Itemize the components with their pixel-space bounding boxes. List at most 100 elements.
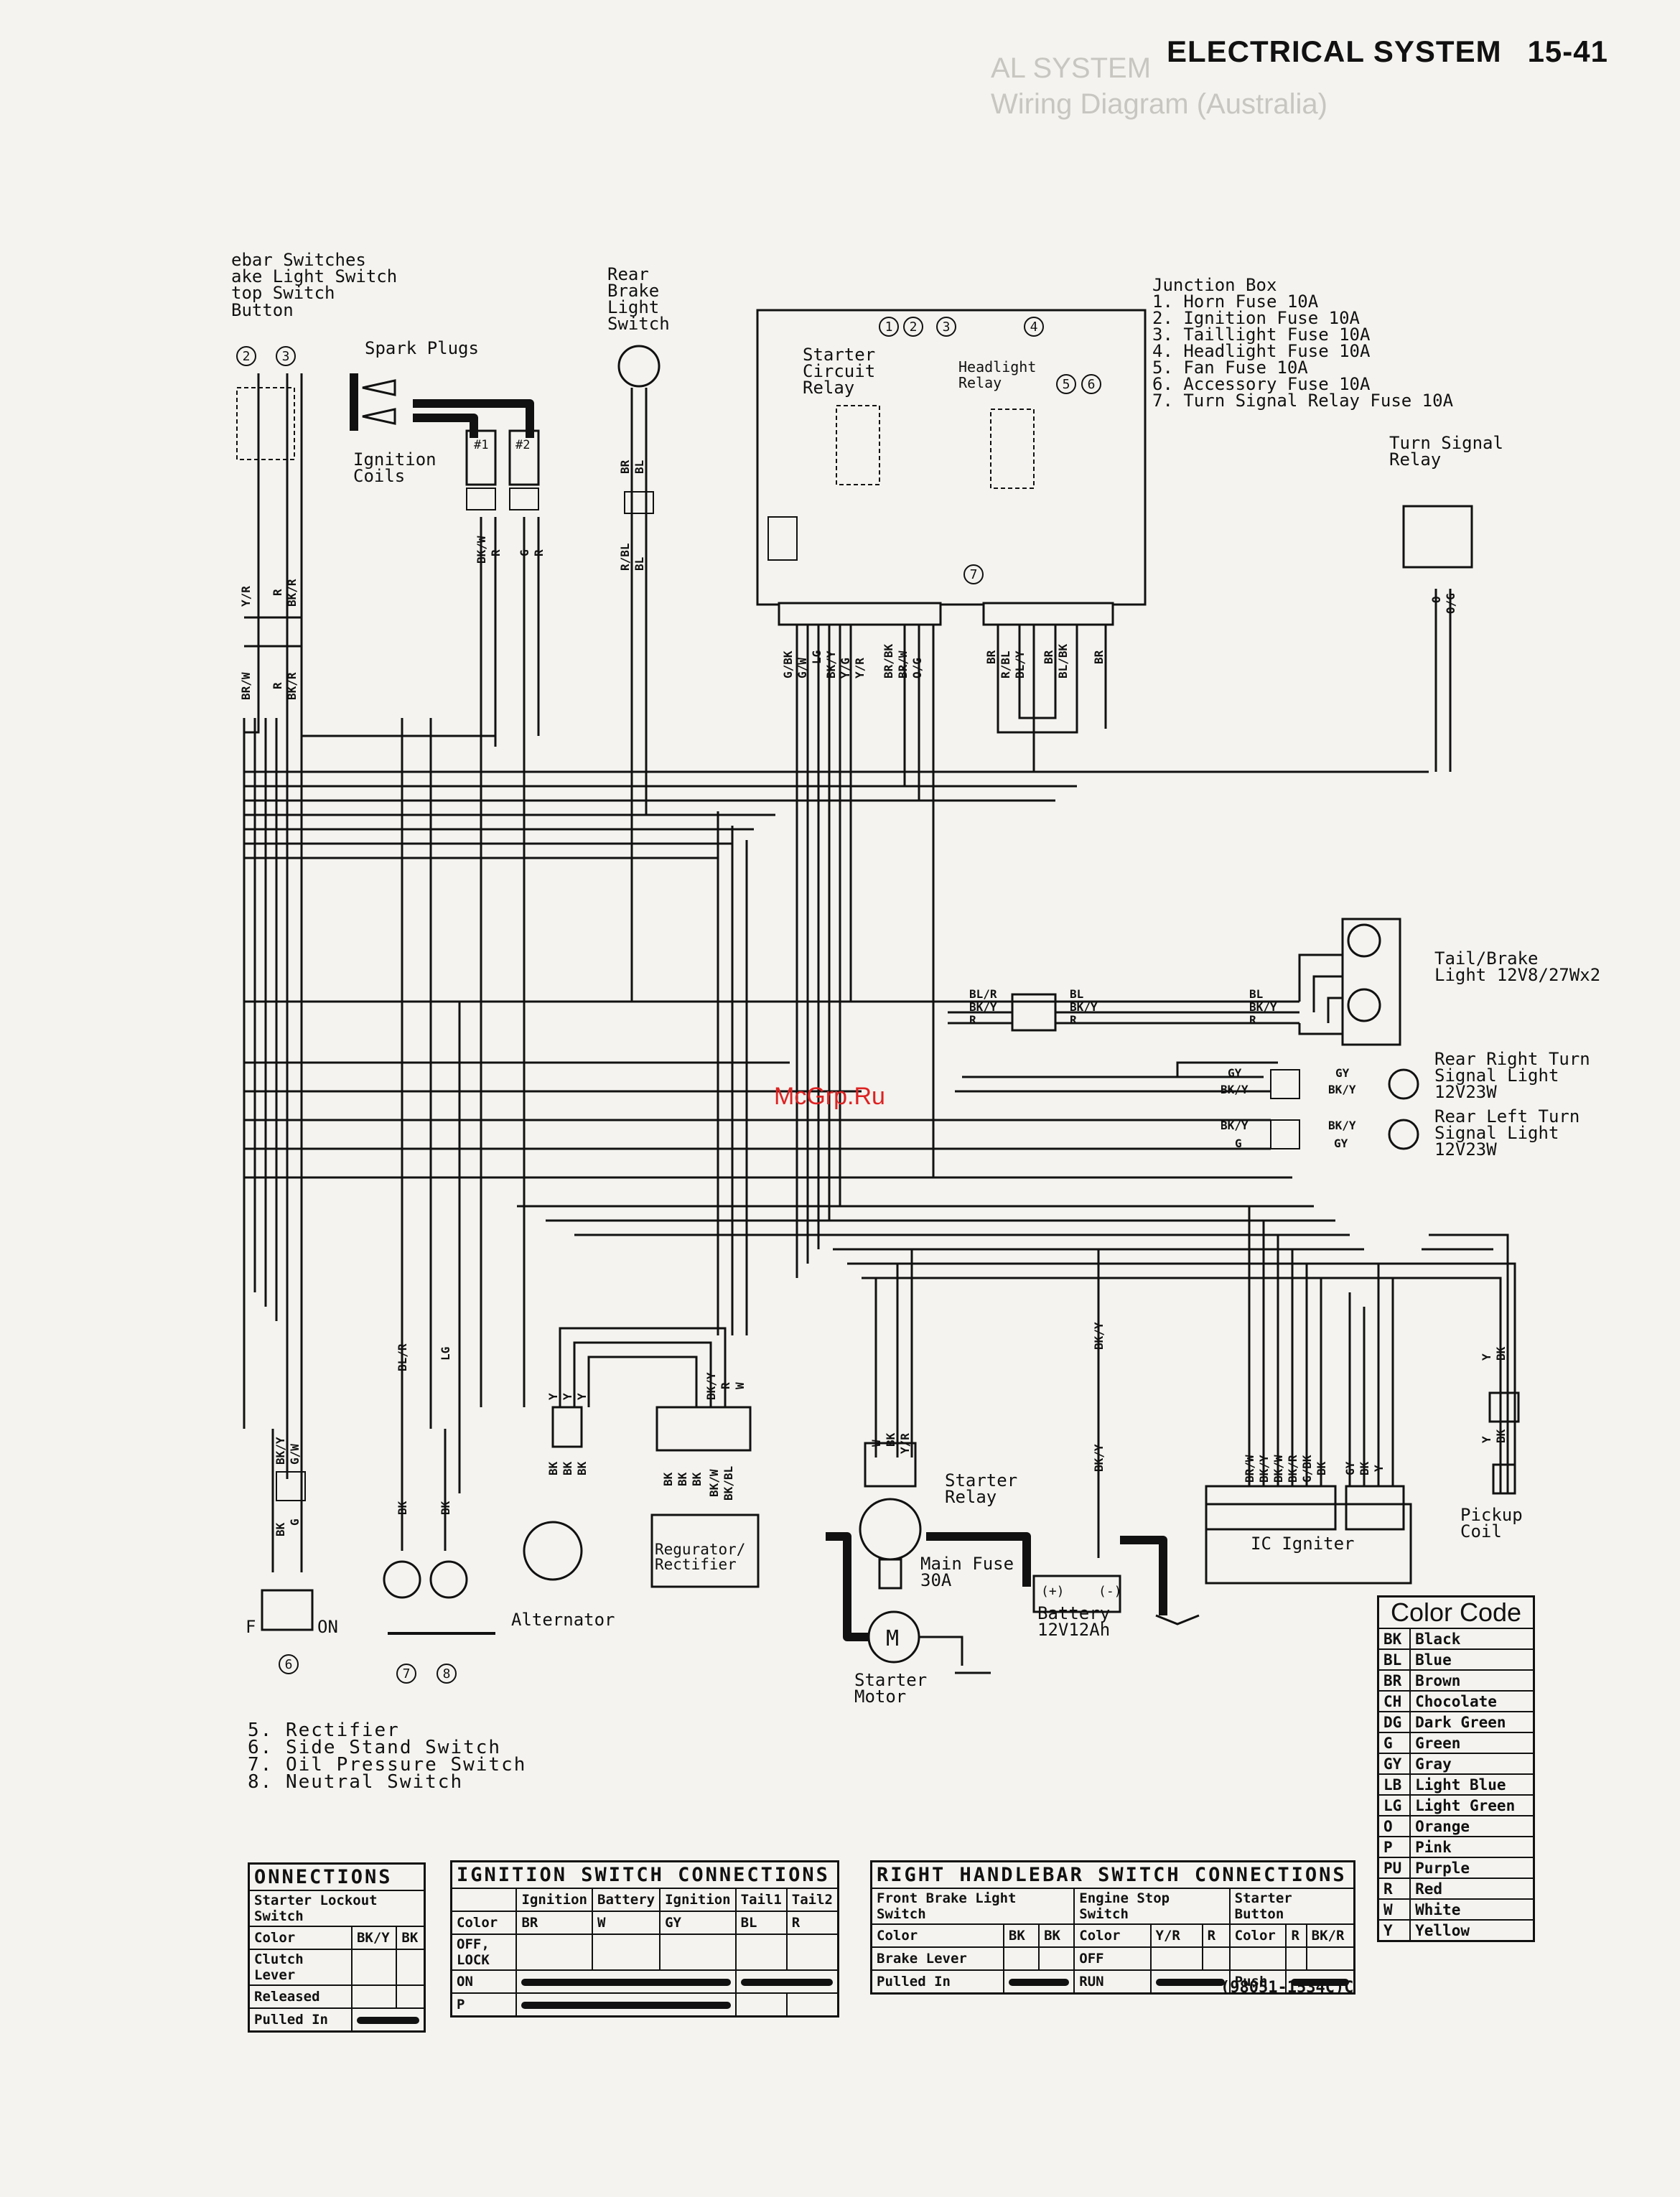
regulator-rectifier-box <box>650 1513 760 1588</box>
wc-st-0: W <box>869 1440 883 1447</box>
rear-right-turn-bulb <box>1388 1068 1419 1100</box>
wc-reg-0: BK/Y <box>704 1372 718 1400</box>
num-1: 1 <box>885 319 893 335</box>
wc-jbl-6: BR/BK <box>882 643 895 678</box>
wc-jbr-4: BL/BK <box>1056 643 1070 678</box>
color-name: Blue <box>1409 1648 1535 1671</box>
connection-bar <box>1155 1978 1225 1986</box>
wc-jbl-4: Y/G <box>839 658 852 678</box>
col-header: Color <box>248 1926 353 1950</box>
col-header: Color <box>1228 1923 1287 1948</box>
code: CH <box>1377 1690 1411 1712</box>
legend-item: 8. Neutral Switch <box>248 1771 464 1793</box>
part-number: (98051-1534C)C <box>1221 1979 1354 1997</box>
label-scr-2: Circuit <box>803 361 875 381</box>
wc-ts-0: O <box>1429 596 1443 603</box>
code: PU <box>1377 1857 1411 1879</box>
code: LG <box>1377 1794 1411 1816</box>
wc-ic-6: GY <box>1343 1461 1357 1475</box>
label-rr-2: Signal Light <box>1434 1065 1559 1086</box>
col-header: Tail1 <box>734 1888 788 1912</box>
ghost-line-2: Wiring Diagram (Australia) <box>991 88 1327 120</box>
row-label: Clutch Lever <box>248 1949 353 1986</box>
wc-coil-1: R <box>489 549 503 556</box>
wire-color: BR <box>515 1911 593 1935</box>
wc-jbl-5: Y/R <box>853 658 867 678</box>
label-brake-3: Light <box>607 297 659 317</box>
code: BK <box>1377 1628 1411 1650</box>
wc-ic-1: BK/Y <box>1257 1455 1271 1483</box>
code: DG <box>1377 1711 1411 1733</box>
main-fuse-box <box>878 1558 902 1590</box>
wc-hb-4: R <box>271 682 284 689</box>
color-name: Red <box>1409 1878 1535 1900</box>
code: G <box>1377 1732 1411 1754</box>
wc-ic-0: BR/W <box>1243 1455 1256 1483</box>
wc-rr-1: BK/Y <box>1221 1083 1249 1096</box>
wc-oil-2: BK <box>396 1501 409 1515</box>
wc-reg-5: BK <box>690 1472 704 1486</box>
col-header: Y/R <box>1149 1923 1203 1948</box>
col-header: R <box>1201 1923 1231 1948</box>
label-rr-3: 12V23W <box>1434 1082 1497 1102</box>
wc-brake-2: R/BL <box>618 543 632 571</box>
wc-side-2: BK <box>274 1522 287 1536</box>
connection-bar <box>1008 1978 1070 1986</box>
num-5: 5 <box>1063 377 1070 392</box>
wire-code-labels: Y/R R BK/R BR/W R BK/R BK/W R G R BR BL … <box>239 460 1508 1536</box>
wc-jbl-0: G/BK <box>781 650 795 678</box>
num-6: 6 <box>1088 377 1096 392</box>
wc-jbr-5: BR <box>1092 650 1106 664</box>
circled-number-shapes <box>236 317 1101 1684</box>
wc-reg-2: W <box>733 1382 747 1389</box>
label-hl-relay-1: Headlight <box>958 358 1036 376</box>
wire-color: GY <box>659 1911 737 1935</box>
row-label: Push <box>1228 1969 1287 1995</box>
color-name: Gray <box>1409 1753 1535 1775</box>
wc-tr-2: R <box>1249 1013 1256 1027</box>
label-fuse-6: 6. Accessory Fuse 10A <box>1152 374 1371 394</box>
row-label: ON <box>450 1969 518 1994</box>
table-row: Released <box>248 1984 426 2009</box>
label-hl-relay-2: Relay <box>958 374 1002 391</box>
label-coil-1: #1 <box>474 438 488 452</box>
rear-left-turn-bulb <box>1388 1119 1419 1150</box>
group-header: Starter Button <box>1228 1888 1355 1925</box>
wc-jbl-2: LG <box>810 650 823 664</box>
wc-pk-2: Y <box>1480 1436 1493 1443</box>
watermark: McGrp.Ru <box>774 1083 885 1110</box>
code: O <box>1377 1815 1411 1837</box>
legend-item: 7. Oil Pressure Switch <box>248 1754 527 1776</box>
col-header: Color <box>450 1911 518 1935</box>
table-title: RIGHT HANDLEBAR SWITCH CONNECTIONS <box>870 1860 1355 1889</box>
neutral-switch-icon <box>429 1560 468 1599</box>
wc-reg-6: BK/W <box>707 1469 721 1497</box>
color-name: Purple <box>1409 1857 1535 1879</box>
wc-ic-3: BK/R <box>1286 1455 1299 1483</box>
wc-tm-2: R <box>1070 1013 1077 1027</box>
wire-color: R <box>785 1911 839 1935</box>
wc-alt-4: BK <box>561 1461 574 1475</box>
col-header: BK <box>396 1926 426 1950</box>
code: LB <box>1377 1773 1411 1796</box>
wc-jbr-0: BR <box>984 650 998 664</box>
wc-brake-3: BL <box>633 557 646 571</box>
color-name: Chocolate <box>1409 1690 1535 1712</box>
wire-code-labels-h: BL/R BK/Y R BL BK/Y R BL BK/Y R GY BK/Y … <box>969 987 1356 1150</box>
color-code-title: Color Code <box>1377 1595 1535 1629</box>
label-handlebar-3: top Switch <box>231 283 335 303</box>
num-3: 3 <box>943 319 951 335</box>
circled-number-labels: 2 3 1 2 3 4 5 6 7 6 7 8 <box>243 319 1096 1681</box>
wc-rr-0: GY <box>1228 1066 1242 1080</box>
starter-ground <box>919 1636 991 1674</box>
wc-jbl-8: O/G <box>910 658 924 678</box>
label-ts-relay-1: Turn Signal <box>1389 433 1503 453</box>
connection-bar <box>1291 1978 1349 1986</box>
label-fuse-4: 4. Headlight Fuse 10A <box>1152 341 1371 361</box>
label-main-fuse-1: Main Fuse <box>920 1554 1014 1574</box>
